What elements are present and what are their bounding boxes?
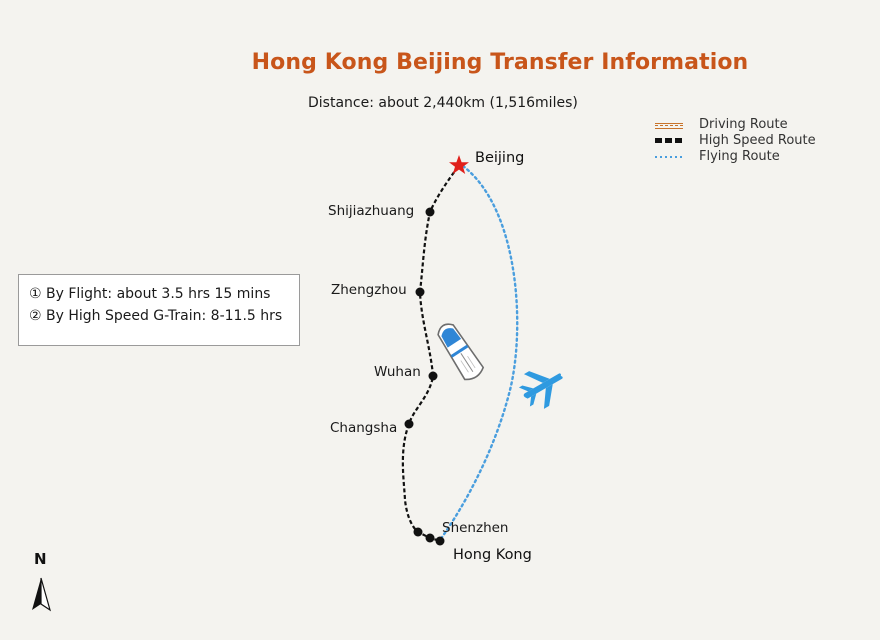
train-time-text: ② By High Speed G-Train: 8-11.5 hrs: [29, 308, 283, 324]
compass: N: [31, 550, 47, 568]
city-label-changsha: Changsha: [330, 420, 398, 436]
wuhan-marker: [428, 371, 438, 381]
zhengzhou-marker: [415, 287, 425, 297]
hong-kong-marker: [435, 536, 445, 546]
city-label-shenzhen: Shenzhen: [442, 520, 509, 536]
city-label-beijing: Beijing: [475, 150, 525, 166]
north-arrow-icon: [32, 577, 52, 612]
legend-item-high-speed: High Speed Route: [655, 133, 816, 149]
legend-item-flying: Flying Route: [655, 149, 816, 165]
high-speed-route-swatch: [655, 138, 683, 143]
shenzhen-marker: [413, 527, 423, 537]
page-title: Hong Kong Beijing Transfer Information: [251, 50, 749, 75]
shijiazhuang-marker: [425, 207, 435, 217]
legend-label-driving: Driving Route: [699, 117, 788, 132]
high-speed-train-icon: [437, 323, 485, 381]
driving-route-swatch: [655, 123, 683, 129]
city-label-zhengzhou: Zhengzhou: [331, 282, 407, 298]
legend-label-high-speed: High Speed Route: [699, 133, 816, 148]
travel-time-box: ① By Flight: about 3.5 hrs 15 mins ② By …: [18, 274, 300, 346]
city-label-wuhan: Wuhan: [374, 364, 421, 380]
shenzhen-hk-marker: [425, 533, 435, 543]
flying-route-swatch: [655, 156, 683, 158]
north-label: N: [34, 550, 47, 568]
city-label-shijiazhuang: Shijiazhuang: [328, 203, 415, 219]
legend-label-flying: Flying Route: [699, 149, 780, 164]
city-label-hong-kong: Hong Kong: [453, 547, 532, 563]
legend: Driving Route High Speed Route Flying Ro…: [655, 117, 816, 165]
distance-text: Distance: about 2,440km (1,516miles): [308, 95, 578, 111]
airplane-icon: [518, 371, 563, 409]
flying-route-line: [438, 164, 519, 542]
beijing-star-icon: [449, 155, 469, 174]
legend-item-driving: Driving Route: [655, 117, 816, 133]
changsha-marker: [404, 419, 414, 429]
flight-time-text: ① By Flight: about 3.5 hrs 15 mins: [29, 286, 271, 302]
